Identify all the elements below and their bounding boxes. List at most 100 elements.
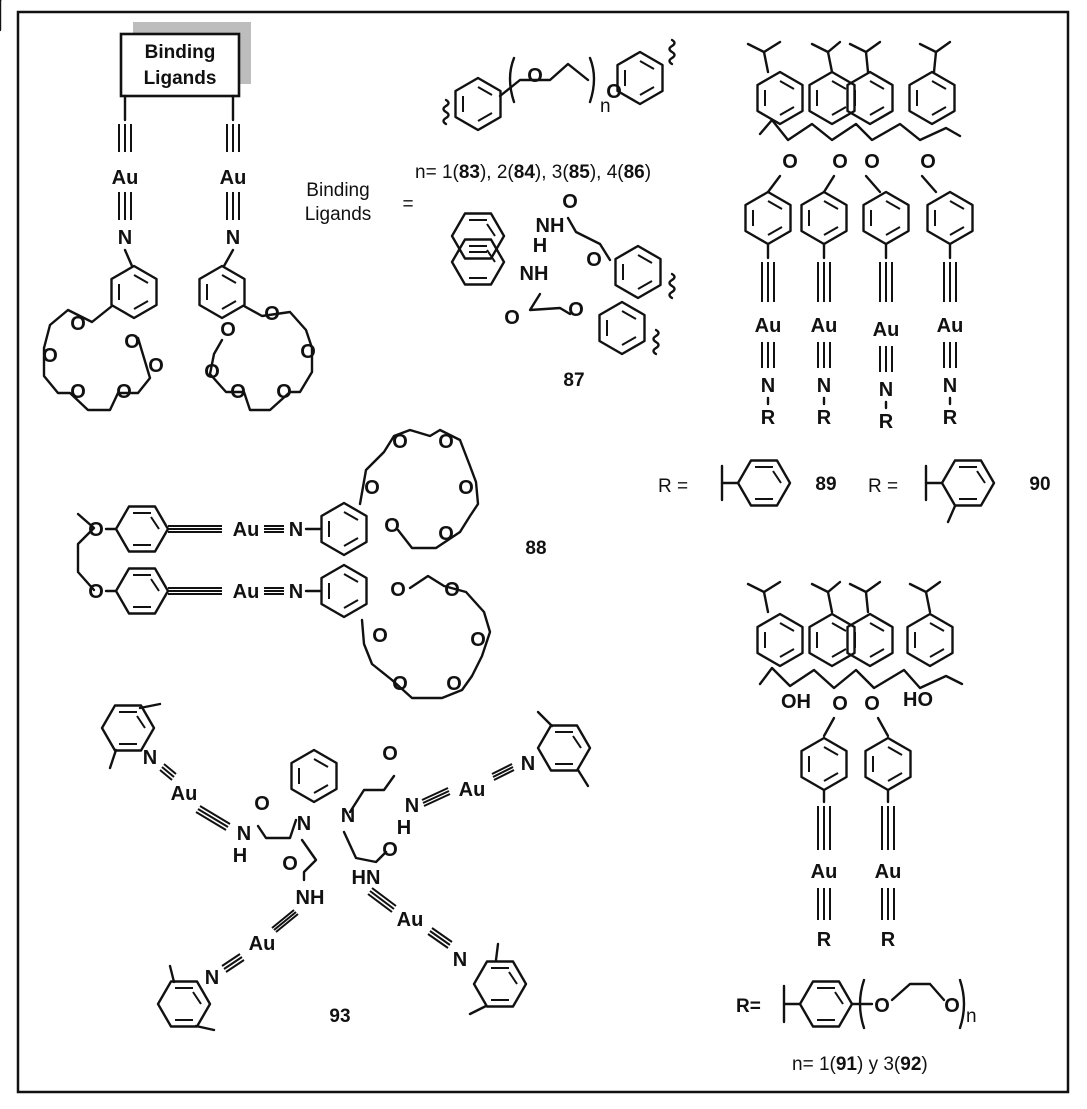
svg-text:H: H [533, 235, 547, 257]
svg-text:NH: NH [520, 263, 549, 285]
svg-text:N: N [205, 967, 219, 989]
eq-sign: = [402, 194, 413, 215]
structure-calixarene-89-90: O O O O Au Au Au Au N N N N R R R [0, 0, 974, 433]
svg-text:OH: OH [781, 691, 811, 713]
svg-text:O: O [282, 853, 298, 875]
svg-text:R: R [761, 407, 776, 429]
svg-text:N: N [943, 375, 957, 397]
structure-87: NH H NH O O O O [450, 191, 676, 356]
svg-text:R: R [879, 411, 894, 433]
box-label-line1: Binding [145, 42, 216, 63]
svg-text:HN: HN [352, 867, 381, 889]
svg-text:Au: Au [233, 581, 260, 603]
svg-text:O: O [864, 151, 880, 173]
label-90: 90 [1029, 474, 1050, 495]
svg-text:O: O [504, 307, 520, 329]
svg-text:H: H [397, 817, 411, 839]
box-label-line2: Ligands [144, 68, 217, 89]
svg-text:N: N [521, 753, 535, 775]
svg-text:R: R [817, 407, 832, 429]
svg-text:N: N [761, 375, 775, 397]
binding-ligands-box [119, 32, 241, 98]
svg-text:N: N [297, 813, 311, 835]
svg-text:R: R [943, 407, 958, 429]
atom-n: N [226, 227, 240, 249]
svg-text:O: O [568, 299, 584, 321]
svg-text:O: O [70, 313, 86, 335]
svg-text:HO: HO [903, 689, 933, 711]
svg-text:O: O [944, 995, 960, 1017]
svg-text:O: O [382, 743, 398, 765]
svg-text:O: O [438, 431, 454, 453]
svg-text:O: O [364, 477, 380, 499]
svg-text:O: O [874, 995, 890, 1017]
svg-text:Au: Au [233, 519, 260, 541]
structure-crown-dimer: Binding Ligands Au N O O O O O O Au N O … [42, 22, 316, 412]
svg-text:Au: Au [459, 779, 486, 801]
atom-au: Au [112, 167, 139, 189]
label-87: 87 [563, 370, 584, 391]
svg-text:O: O [444, 579, 460, 601]
eq-label-line1: Binding [306, 180, 369, 201]
svg-text:O: O [204, 361, 220, 383]
svg-text:R: R [881, 929, 896, 951]
structure-calixarene-91-92: OH O O HO Au Au R R [746, 580, 964, 951]
svg-text:O: O [300, 341, 316, 363]
svg-text:O: O [586, 249, 602, 271]
svg-text:Au: Au [755, 315, 782, 337]
svg-text:O: O [920, 151, 936, 173]
label-93: 93 [329, 1006, 350, 1027]
svg-text:O: O [392, 431, 408, 453]
svg-text:Au: Au [875, 861, 902, 883]
svg-text:O: O [832, 151, 848, 173]
r-eq-91-92: R= [736, 996, 761, 1017]
svg-text:O: O [470, 629, 486, 651]
svg-text:Au: Au [873, 319, 900, 341]
svg-text:Au: Au [811, 861, 838, 883]
structure-88: O O Au Au N N O O O O O O O O O O O O [76, 428, 492, 700]
svg-text:N: N [289, 581, 303, 603]
svg-text:O: O [276, 381, 292, 403]
svg-text:O: O [832, 693, 848, 715]
tbutyl-groups [746, 40, 952, 74]
svg-text:Au: Au [171, 783, 198, 805]
svg-text:O: O [446, 673, 462, 695]
svg-text:N: N [453, 949, 467, 971]
svg-text:O: O [782, 151, 798, 173]
structure-93: N N O N H O N H O NH O HN Au N Au N Au [100, 702, 592, 1032]
atom-n: N [118, 227, 132, 249]
svg-text:O: O [124, 331, 140, 353]
svg-text:NH: NH [536, 215, 565, 237]
svg-text:O: O [372, 625, 388, 647]
svg-text:N: N [143, 747, 157, 769]
svg-text:Au: Au [937, 315, 964, 337]
svg-text:O: O [220, 319, 236, 341]
svg-text:Au: Au [397, 909, 424, 931]
svg-text:N: N [289, 519, 303, 541]
svg-text:O: O [562, 191, 578, 213]
svg-text:H: H [233, 845, 247, 867]
svg-text:N: N [879, 379, 893, 401]
svg-text:O: O [527, 65, 543, 87]
series-91-92: n= 1(91) y 3(92) [792, 1054, 928, 1075]
svg-text:O: O [88, 519, 104, 541]
svg-text:N: N [237, 823, 251, 845]
svg-text:O: O [42, 345, 58, 367]
svg-text:O: O [384, 515, 400, 537]
svg-text:n: n [966, 1006, 977, 1027]
svg-text:n: n [600, 96, 611, 117]
series-83-86: n= 1(83), 2(84), 3(85), 4(86) [415, 162, 651, 183]
structure-peg-linker: O n O [442, 38, 676, 132]
svg-text:Au: Au [811, 315, 838, 337]
figure-frame [16, 10, 1070, 1094]
svg-text:O: O [458, 477, 474, 499]
r-eq-89: R = [658, 476, 688, 497]
svg-text:O: O [382, 839, 398, 861]
svg-text:Au: Au [249, 933, 276, 955]
svg-text:NH: NH [296, 887, 325, 909]
svg-text:R: R [817, 929, 832, 951]
r-eq-90: R = [868, 476, 898, 497]
label-88: 88 [525, 538, 546, 559]
svg-text:O: O [390, 579, 406, 601]
